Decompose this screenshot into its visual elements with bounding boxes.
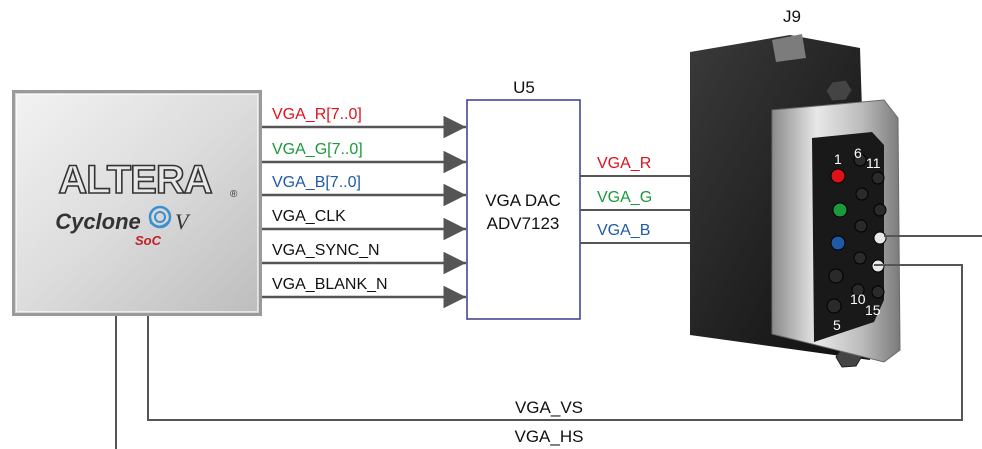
connector-pin <box>853 153 867 167</box>
input-signal-label: VGA_R[7..0] <box>272 106 362 123</box>
pin-label-5: 5 <box>833 317 841 333</box>
output-signal-label: VGA_R <box>597 155 651 172</box>
connector-ref: J9 <box>783 7 801 26</box>
vsync-label: VGA_VS <box>515 398 583 417</box>
swirl-icon <box>148 205 172 229</box>
connector-pin <box>826 298 842 314</box>
connector-pin <box>871 171 885 185</box>
fpga-chip: ALTERA ® Cyclone V SoC <box>12 90 262 316</box>
output-signal-label: VGA_G <box>597 189 652 206</box>
input-signal-label: VGA_B[7..0] <box>272 174 361 191</box>
sync-lines: VGA_VS VGA_HS <box>115 235 982 449</box>
screw-icon <box>825 79 853 102</box>
connector-pin <box>855 187 869 201</box>
pin-label-10: 10 <box>850 291 866 307</box>
connector-pin <box>828 268 844 284</box>
input-wires: VGA_R[7..0] VGA_G[7..0] VGA_B[7..0] VGA_CLK… <box>262 106 466 309</box>
soc-mark: SoC <box>135 233 162 248</box>
connector-pin <box>873 231 887 245</box>
input-signal-label: VGA_CLK <box>272 208 346 225</box>
connector-pin <box>854 219 868 233</box>
cyclone-logo: Cyclone <box>55 209 141 234</box>
pin-label-15: 15 <box>865 302 881 318</box>
input-signal-label: VGA_G[7..0] <box>272 141 363 158</box>
connector-pin <box>830 235 846 251</box>
dac-name: VGA DAC <box>485 191 561 210</box>
pin-label-11: 11 <box>866 155 881 171</box>
dac-part: ADV7123 <box>487 214 560 233</box>
input-signal-label: VGA_BLANK_N <box>272 276 388 293</box>
connector-pin <box>873 203 887 217</box>
connector-pin <box>832 202 848 218</box>
output-signal-label: VGA_B <box>597 222 650 239</box>
pin-label-1: 1 <box>834 151 842 167</box>
connector-pin <box>853 251 867 265</box>
connector-pin <box>851 283 865 297</box>
dac-ref: U5 <box>513 78 535 97</box>
vsync-wire <box>147 264 963 421</box>
connector-pin <box>871 285 885 299</box>
vga-connector: J9 1 6 11 10 15 5 <box>690 7 901 368</box>
altera-logo: ALTERA <box>58 158 211 202</box>
pin-label-6: 6 <box>854 145 862 161</box>
vga-dac: U5 VGA DAC ADV7123 <box>466 78 581 320</box>
input-signal-label: VGA_SYNC_N <box>272 242 380 259</box>
hsync-label: VGA_HS <box>515 427 584 446</box>
registered-mark: ® <box>230 189 238 200</box>
connector-pin <box>830 168 846 184</box>
cyclone-v-mark: V <box>175 209 191 234</box>
